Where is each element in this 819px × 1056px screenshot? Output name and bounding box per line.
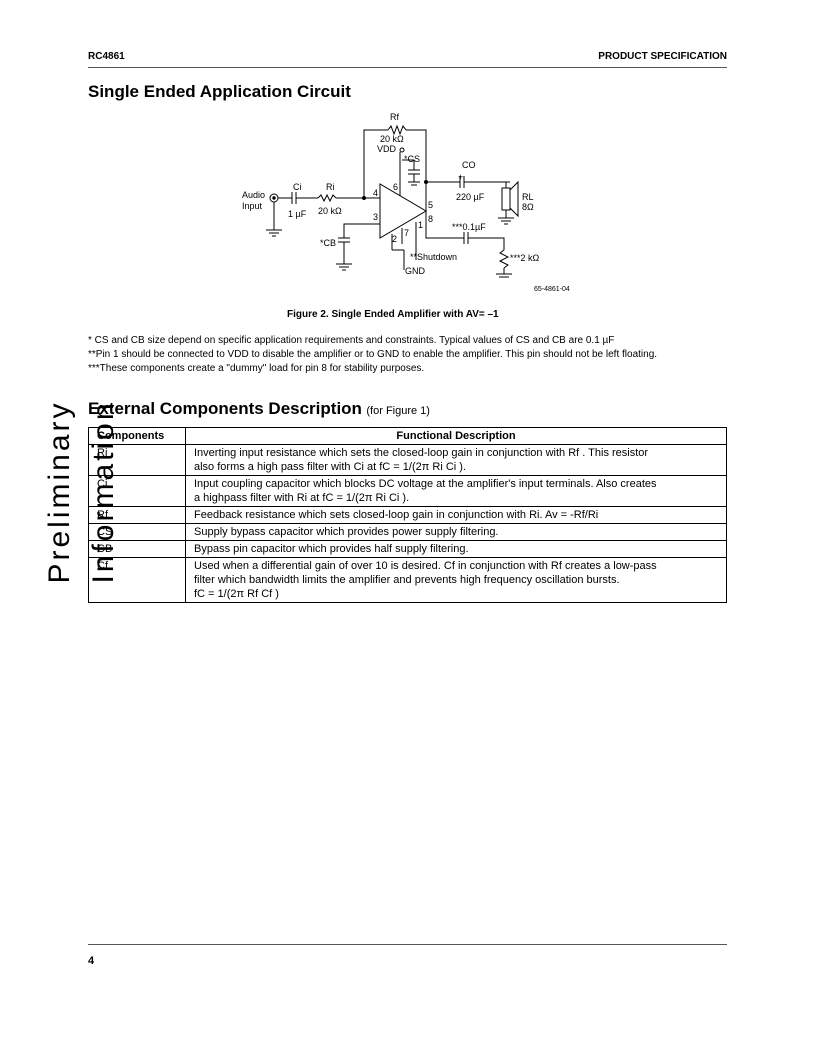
component-name: Ri: [88, 444, 186, 476]
label-figure-code: 65-4861-04: [534, 286, 570, 293]
th-functional-description: Functional Description: [185, 427, 727, 445]
section2-title: External Components Description: [88, 399, 362, 418]
components-table: Components Functional Description Ri Inv…: [88, 427, 727, 603]
label-shutdown: **Shutdown: [410, 252, 457, 262]
note-2: **Pin 1 should be connected to VDD to di…: [88, 349, 658, 360]
label-co-value: 220 µF: [456, 192, 485, 202]
pin-5: 5: [428, 200, 433, 210]
label-2k: ***2 kΩ: [510, 253, 540, 263]
label-rf-value: 20 kΩ: [380, 134, 404, 144]
desc-line: Bypass pin capacitor which provides half…: [194, 543, 469, 555]
pin-4: 4: [373, 188, 378, 198]
pin-3: 3: [373, 212, 378, 222]
desc-line: Used when a differential gain of over 10…: [194, 560, 657, 572]
label-audio: Audio: [242, 190, 265, 200]
table-row: Rf Feedback resistance which sets closed…: [88, 506, 727, 524]
pin-1: 1: [418, 220, 423, 230]
label-ri-value: 20 kΩ: [318, 206, 342, 216]
label-cs: *CS: [404, 154, 420, 164]
component-desc: Supply bypass capacitor which provides p…: [185, 523, 727, 541]
desc-line: also forms a high pass filter with Ci at…: [194, 461, 466, 473]
label-cap01: ***0.1µF: [452, 222, 486, 232]
component-desc: Inverting input resistance which sets th…: [185, 444, 727, 476]
label-ri: Ri: [326, 182, 335, 192]
sidebar-preliminary-information: Preliminary Information: [43, 400, 120, 584]
section-title-circuit: Single Ended Application Circuit: [88, 82, 351, 101]
table-row: Cf Used when a differential gain of over…: [88, 557, 727, 603]
pin-6: 6: [393, 182, 398, 192]
circuit-diagram: Rf 20 kΩ VDD *CS CO + 220 µF RL 8Ω Audio…: [242, 112, 570, 293]
pin-7: 7: [404, 228, 409, 238]
desc-line: Input coupling capacitor which blocks DC…: [194, 478, 657, 490]
pin-2: 2: [392, 234, 397, 244]
component-name: Ci: [88, 475, 186, 507]
label-ci: Ci: [293, 182, 302, 192]
component-name: Rf: [88, 506, 186, 524]
component-name: CS: [88, 523, 186, 541]
label-cb: *CB: [320, 238, 336, 248]
component-desc: Feedback resistance which sets closed-lo…: [185, 506, 727, 524]
component-desc: Bypass pin capacitor which provides half…: [185, 540, 727, 558]
label-ci-value: 1 µF: [288, 209, 307, 219]
desc-line: filter which bandwidth limits the amplif…: [194, 574, 620, 586]
desc-line: Supply bypass capacitor which provides p…: [194, 526, 499, 538]
note-3: ***These components create a "dummy" loa…: [88, 363, 425, 374]
label-gnd: GND: [405, 266, 426, 276]
header-right: PRODUCT SPECIFICATION: [598, 51, 727, 62]
page-number: 4: [88, 955, 95, 967]
section2-subtitle: (for Figure 1): [366, 405, 430, 417]
component-desc: Input coupling capacitor which blocks DC…: [185, 475, 727, 507]
table-row: Ci Input coupling capacitor which blocks…: [88, 475, 727, 507]
table-row: CS Supply bypass capacitor which provide…: [88, 523, 727, 541]
desc-line: Feedback resistance which sets closed-lo…: [194, 509, 599, 521]
section-title-components: External Components Description (for Fig…: [88, 399, 430, 419]
label-vdd: VDD: [377, 144, 397, 154]
pin-8: 8: [428, 214, 433, 224]
label-co: CO: [462, 160, 476, 170]
component-name: CB: [88, 540, 186, 558]
label-plus: +: [458, 172, 463, 182]
footer-rule: [88, 944, 727, 945]
desc-line: Inverting input resistance which sets th…: [194, 447, 649, 459]
label-rl-value: 8Ω: [522, 202, 534, 212]
table-header-row: Components Functional Description: [88, 427, 727, 445]
table-row: CB Bypass pin capacitor which provides h…: [88, 540, 727, 558]
component-name: Cf: [88, 557, 186, 603]
footnotes: * CS and CB size depend on specific appl…: [88, 334, 738, 376]
desc-line: a highpass filter with Ri at fC = 1/(2π …: [194, 492, 410, 504]
header-left: RC4861: [88, 51, 125, 62]
note-1: * CS and CB size depend on specific appl…: [88, 335, 615, 346]
table-row: Ri Inverting input resistance which sets…: [88, 444, 727, 476]
label-rl: RL: [522, 192, 534, 202]
figure-caption: Figure 2. Single Ended Amplifier with AV…: [287, 309, 499, 320]
component-desc: Used when a differential gain of over 10…: [185, 557, 727, 603]
th-components: Components: [88, 427, 186, 445]
label-input: Input: [242, 201, 263, 211]
header-rule: [88, 67, 727, 68]
label-rf: Rf: [390, 112, 399, 122]
desc-line: fC = 1/(2π Rf Cf ): [194, 588, 279, 600]
